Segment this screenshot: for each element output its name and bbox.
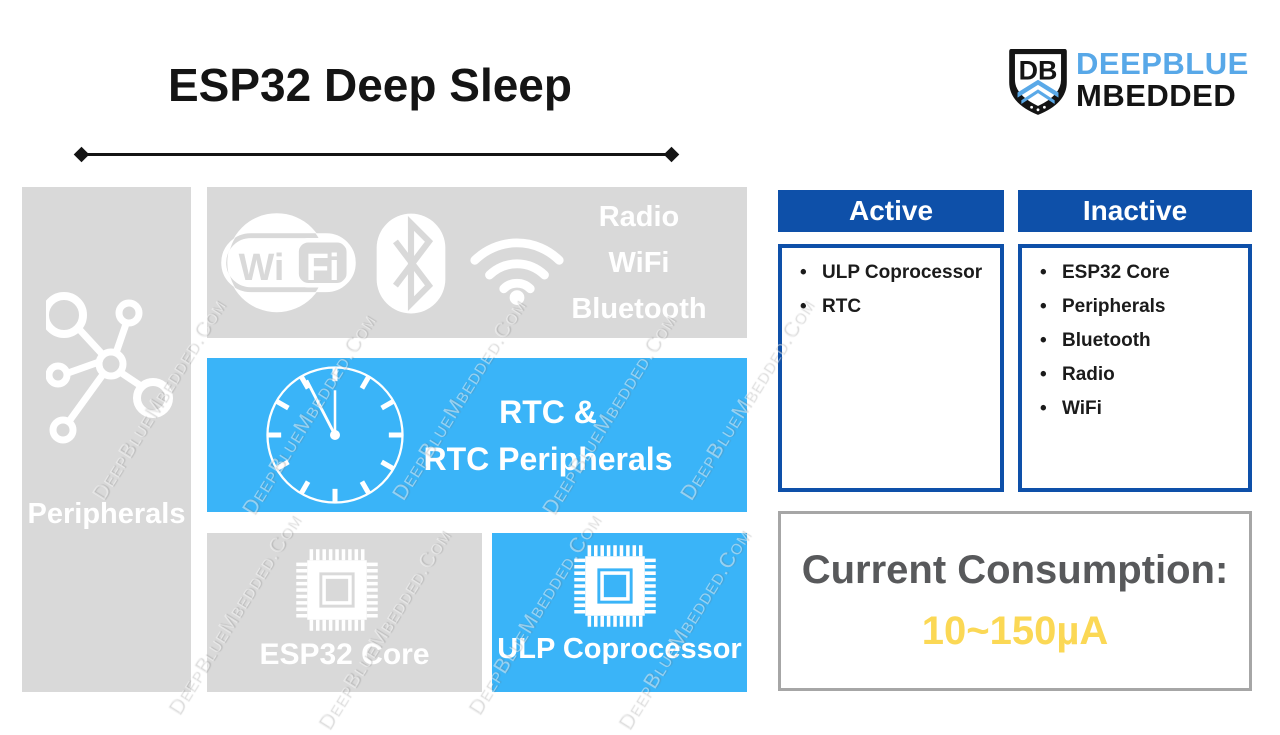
brand-logo: DB DEEPBLUE MBEDDED [1006,45,1249,117]
list-item-label: WiFi [1062,398,1102,419]
shield-icon: DB [1009,49,1067,115]
rtc-line2: RTC Peripherals [423,441,673,477]
list-item: • Radio [1040,364,1240,386]
list-item: • ESP32 Core [1040,262,1240,284]
list-item-label: RTC [822,296,862,317]
list-item: • Bluetooth [1040,330,1240,352]
current-consumption-box: Current Consumption: 10~150µA [778,511,1252,691]
rtc-block: RTC & RTC Peripherals [207,358,747,512]
esp32-core-block: ESP32 Core [207,533,482,692]
chip-icon [574,545,656,627]
list-item-label: ULP Coprocessor [822,262,983,283]
brand-name-bottom: MBEDDED [1076,78,1237,113]
rtc-line1: RTC & [499,394,597,430]
divider-line [81,153,672,156]
wifi-brand-icon: Wi Fi [221,213,356,313]
list-item: • Peripherals [1040,296,1240,318]
inactive-header: Inactive [1018,190,1252,232]
consumption-label: Current Consumption: [801,548,1229,592]
clock-icon [266,366,404,504]
ulp-coprocessor-label: ULP Coprocessor [497,633,742,665]
peripherals-label: Peripherals [27,498,186,530]
radio-wifi-bluetooth-block: Wi Fi Radio WiFi Bluetooth [207,187,747,338]
peripherals-block: Peripherals [22,187,191,692]
wifi-wordmark-wi: Wi [239,247,285,289]
esp32-core-label: ESP32 Core [259,638,430,671]
divider-diamond-right-icon [663,146,680,163]
bluetooth-icon [376,213,446,314]
list-item-label: Bluetooth [1062,330,1151,351]
brand-name-top: DEEPBLUE [1076,46,1249,81]
list-item-label: ESP32 Core [1062,262,1170,283]
bullet-icon: • [1040,364,1047,385]
bullet-icon: • [1040,296,1047,317]
wifi-wordmark-fi: Fi [306,247,340,289]
rtc-block-label: RTC & RTC Peripherals [417,389,679,483]
bullet-icon: • [1040,330,1047,351]
page-title: ESP32 Deep Sleep [168,59,572,111]
list-item-label: Radio [1062,364,1115,385]
bullet-icon: • [800,262,807,283]
consumption-value: 10~150µA [921,609,1109,653]
chip-icon [296,549,378,631]
bullet-icon: • [800,296,807,317]
bullet-icon: • [1040,262,1047,283]
list-item-label: Peripherals [1062,296,1166,317]
inactive-list: • ESP32 Core • Peripherals • Bluetooth •… [1018,244,1252,492]
network-nodes-icon [46,292,173,444]
list-item: • RTC [800,296,992,318]
active-header: Active [778,190,1004,232]
radio-block-label: Radio WiFi Bluetooth [554,194,724,332]
title-divider [73,146,680,163]
list-item: • WiFi [1040,398,1240,420]
wifi-line: WiFi [608,247,670,279]
wifi-signal-icon [470,238,564,305]
list-item: • ULP Coprocessor [800,262,992,284]
bluetooth-line: Bluetooth [571,293,707,325]
bullet-icon: • [1040,398,1047,419]
ulp-coprocessor-block: ULP Coprocessor [492,533,747,692]
active-list: • ULP Coprocessor • RTC [778,244,1004,492]
radio-line: Radio [598,201,680,233]
